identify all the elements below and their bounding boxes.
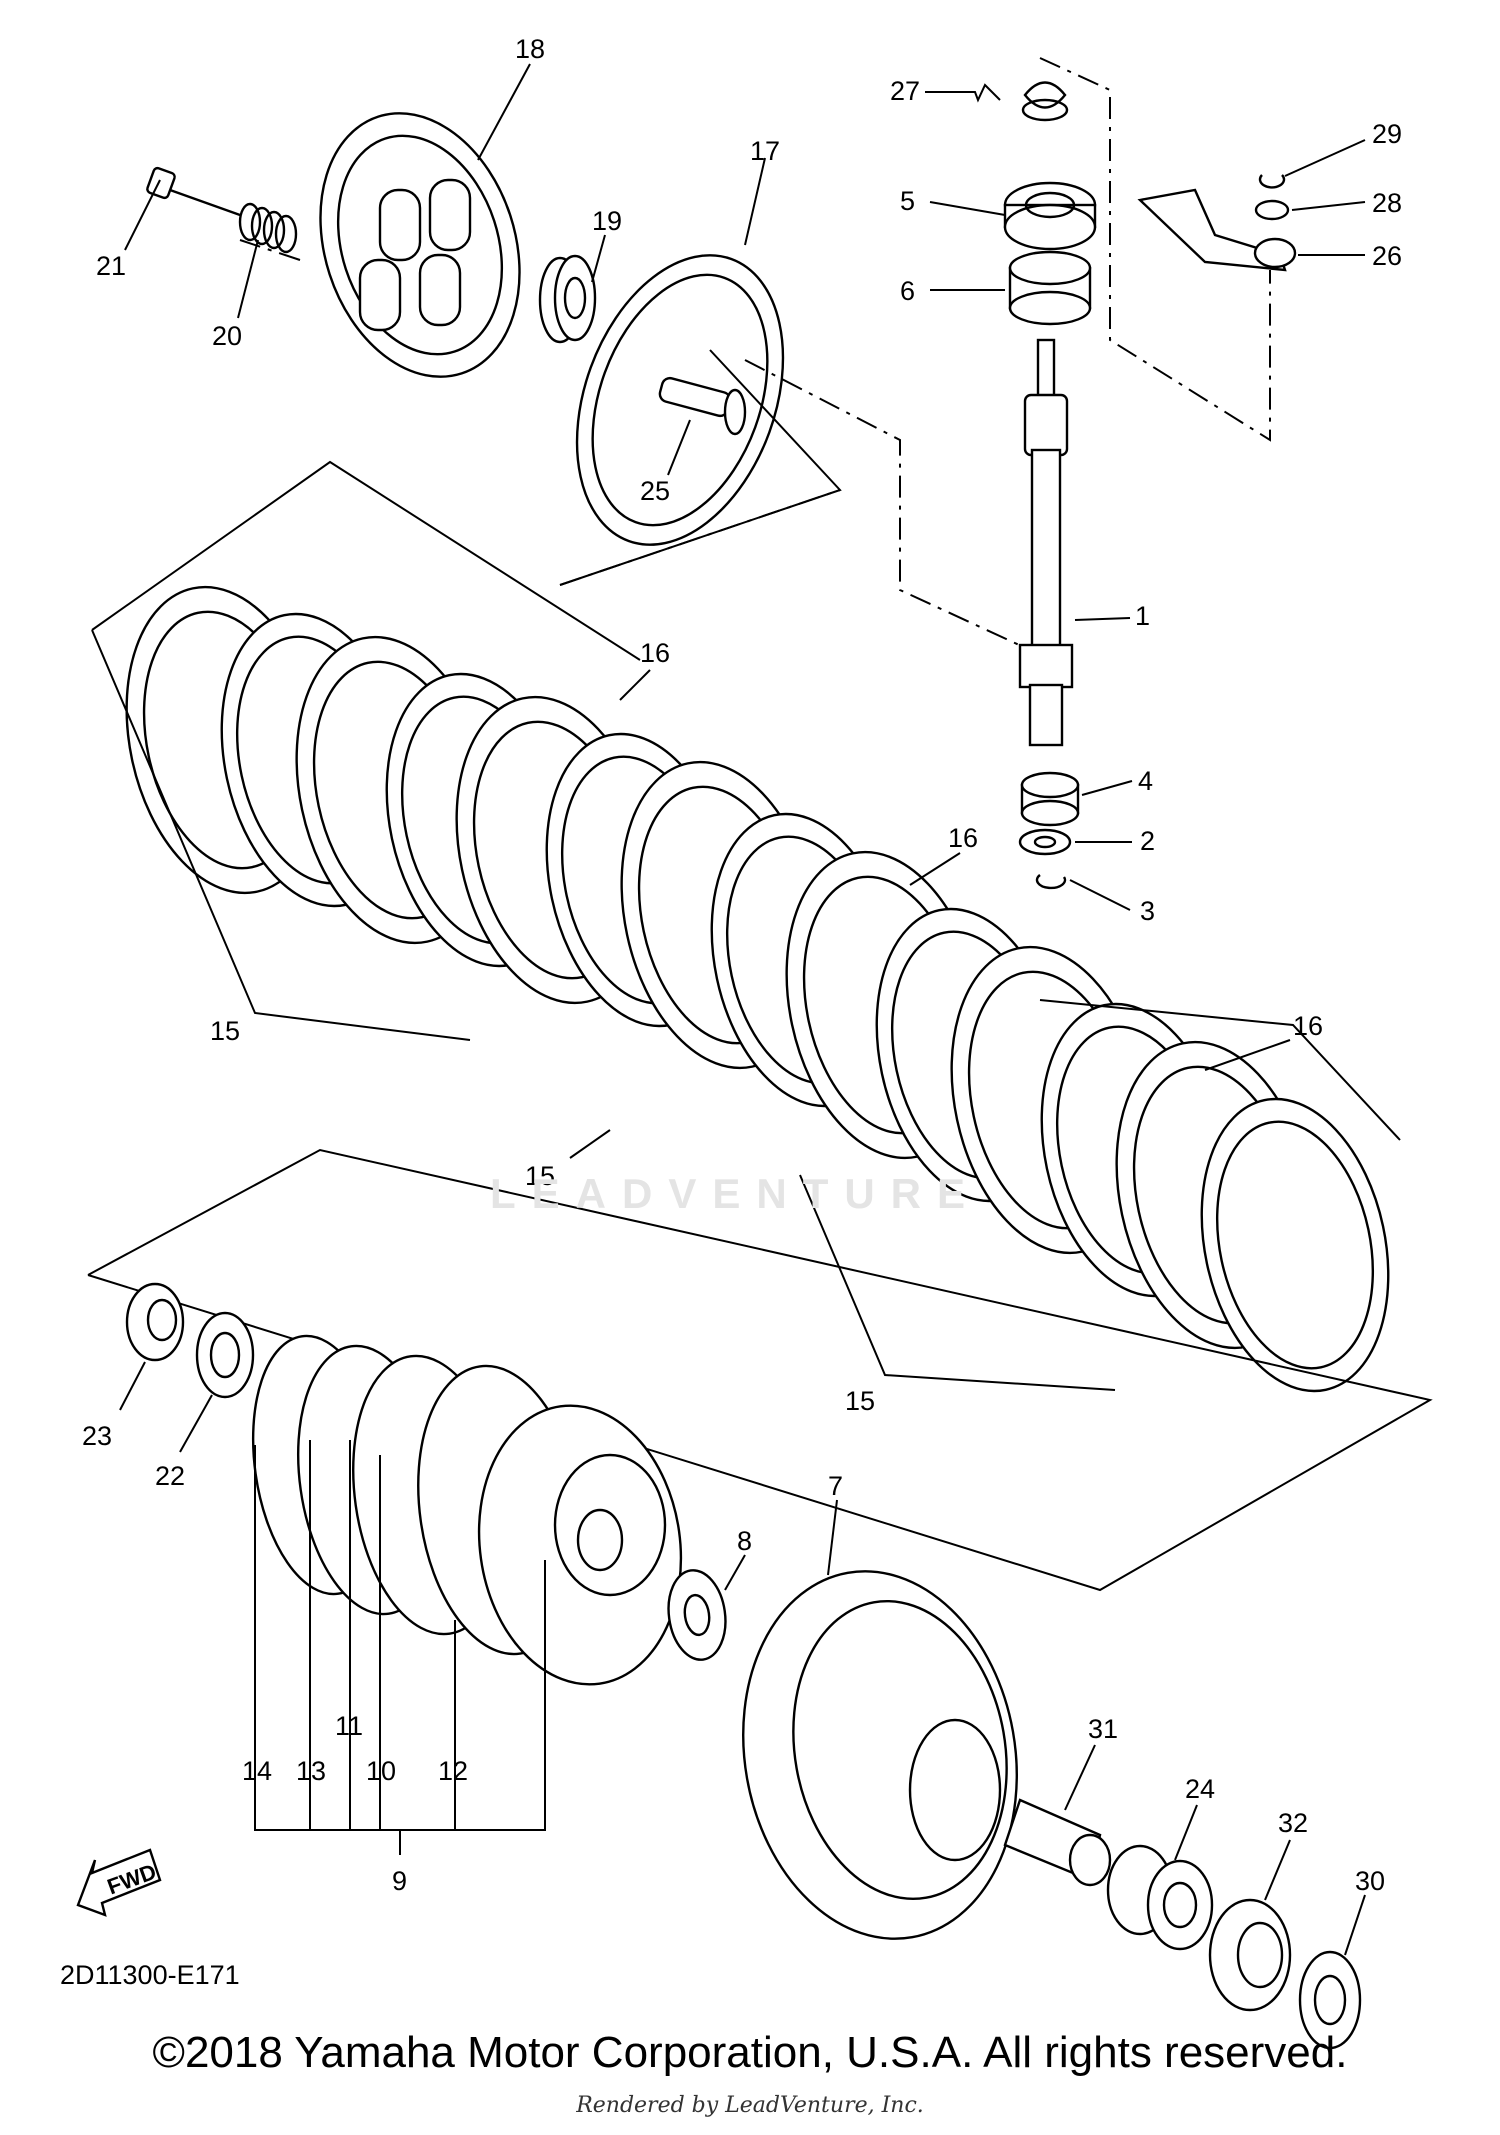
callout-31: 31 [1088,1714,1118,1744]
callout-21: 21 [96,251,126,281]
callout-9: 9 [392,1866,407,1896]
leader-lines [119,63,1366,1956]
callout-30: 30 [1355,1866,1385,1896]
callout-15-c: 15 [845,1386,875,1416]
circlip-3 [1035,874,1067,890]
fwd-arrow-icon: FWD [76,1848,162,1917]
callout-26: 26 [1372,241,1402,271]
bearing-4 [1020,771,1080,827]
callout-6: 6 [900,276,915,306]
push-lever-shaft-1 [1018,81,1074,747]
callout-29: 29 [1372,119,1402,149]
oil-seal-5 [1003,181,1097,251]
callout-3: 3 [1140,896,1155,926]
callout-17: 17 [750,136,780,166]
callout-15-b: 15 [525,1161,555,1191]
callout-11: 11 [335,1711,363,1741]
callout-10: 10 [366,1756,396,1786]
callout-14: 14 [242,1756,272,1786]
needle-bearing-24 [1106,1844,1214,1951]
callout-2: 2 [1140,826,1155,856]
reference-code: 2D11300-E171 [60,1960,240,1990]
bolt-21 [146,166,241,217]
callout-28: 28 [1372,188,1402,218]
callout-23: 23 [82,1421,112,1451]
callout-15-a: 15 [210,1016,240,1046]
callout-16-a: 16 [640,638,670,668]
washer-28 [1254,199,1290,221]
callout-4: 4 [1138,766,1153,796]
callout-5: 5 [900,186,915,216]
callout-19: 19 [592,206,622,236]
washer-8 [667,1569,727,1661]
callout-7: 7 [828,1471,843,1501]
pressure-plate-18 [319,112,521,378]
clutch-boss-assembly-9 [251,1334,683,1686]
callout-20: 20 [212,321,242,351]
rendered-by-credit: Rendered by LeadVenture, Inc. [576,2093,924,2118]
callout-1: 1 [1135,601,1150,631]
callout-18: 18 [515,34,545,64]
callout-labels: 18 17 19 21 20 25 27 5 6 29 28 26 1 4 2 … [82,34,1402,1896]
clutch-plate-stack [125,585,1390,1393]
spacer-31 [1003,1798,1112,1887]
callout-8: 8 [737,1526,752,1556]
bearing-19 [538,254,597,344]
callout-12: 12 [438,1756,468,1786]
callout-13: 13 [296,1756,326,1786]
callout-22: 22 [155,1461,185,1491]
circlip-29 [1258,174,1286,189]
callout-27: 27 [890,76,920,106]
thrust-washer-30 [1298,1950,1362,2050]
washer-2 [1018,828,1072,856]
nut-23 [125,1282,185,1362]
push-lever-26 [1137,188,1297,272]
callout-24: 24 [1185,1774,1215,1804]
callout-16-c: 16 [1293,1011,1323,1041]
gear-32 [1208,1898,1292,2012]
callout-25: 25 [640,476,670,506]
copyright-notice: ©2018 Yamaha Motor Corporation, U.S.A. A… [152,2028,1348,2077]
callout-32: 32 [1278,1808,1308,1838]
callout-16-b: 16 [948,823,978,853]
spring-20 [238,202,298,254]
washer-22 [195,1311,255,1399]
watermark: LEADVENTURE [490,1170,982,1217]
push-rod-25 [658,376,747,436]
bearing-6 [1008,250,1092,326]
primary-driven-gear-7 [742,1570,1018,1940]
